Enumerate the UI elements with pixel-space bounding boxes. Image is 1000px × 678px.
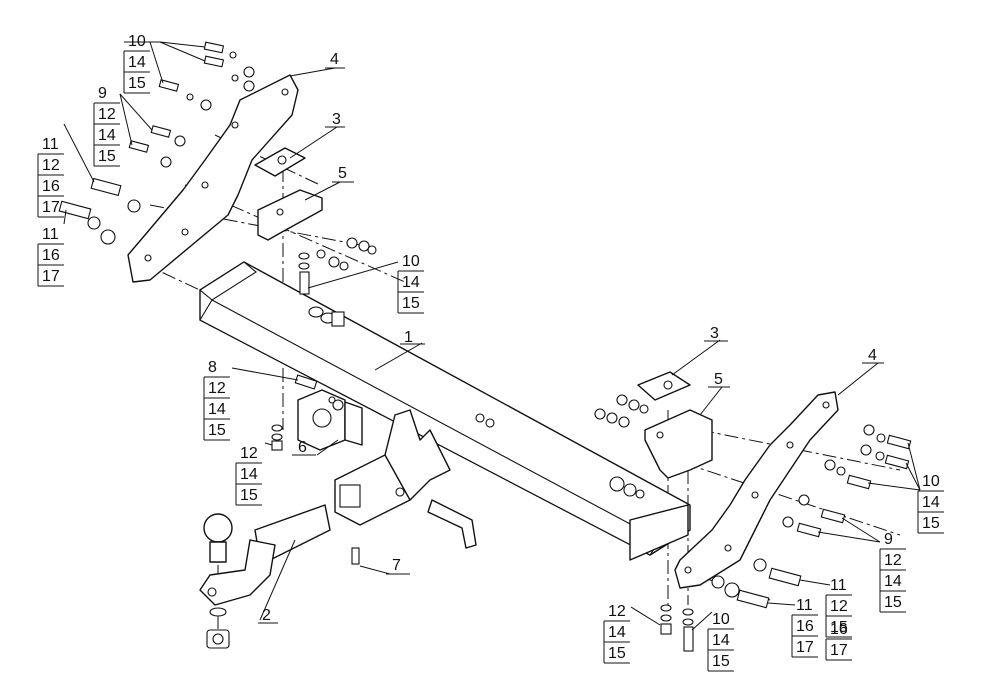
callout-number: 14 — [128, 54, 146, 71]
callout-number: 9 — [884, 531, 893, 548]
callout-c-12-left: 12 14 15 — [235, 445, 262, 506]
callout-number: 14 — [608, 624, 626, 641]
locking-pin — [427, 499, 477, 549]
callout-number: 16 — [42, 247, 60, 264]
part-labels: 1 2 3 3 4 4 5 5 6 7 — [258, 51, 884, 624]
callout-number: 17 — [796, 639, 814, 656]
left-plate-3 — [254, 147, 306, 177]
part-label-5-left: 5 — [338, 165, 347, 182]
right-side-bracket-4 — [674, 391, 839, 589]
part-label-2: 2 — [262, 607, 271, 624]
callout-number: 15 — [240, 487, 258, 504]
callout-number: 12 — [98, 106, 116, 123]
callout-number: 10 — [128, 33, 146, 50]
callout-number: 17 — [42, 199, 60, 216]
callout-number: 14 — [922, 494, 940, 511]
callout-c-top-left-9: 9 12 14 15 — [93, 85, 120, 167]
part-label-4-right: 4 — [868, 347, 877, 364]
callout-number: 14 — [402, 274, 420, 291]
callout-number: 11 — [796, 597, 813, 614]
left-side-bracket-4 — [127, 74, 299, 283]
callout-number: 10 — [402, 253, 420, 270]
callout-c-bottom-12: 12 14 15 — [603, 603, 630, 664]
callout-number: 15 — [98, 148, 116, 165]
callout-number: 17 — [830, 642, 848, 659]
part-label-1: 1 — [404, 329, 413, 346]
callout-number: 14 — [98, 127, 116, 144]
hitch-receiver-housing — [334, 409, 451, 526]
callout-number: 12 — [608, 603, 626, 620]
crossbar-1 — [199, 261, 691, 561]
callout-c-bottom-10: 10 14 15 — [707, 611, 734, 672]
callout-number: 12 — [240, 445, 258, 462]
callout-c-8: 8 12 14 15 — [203, 359, 230, 441]
callout-number: 15 — [402, 295, 420, 312]
callout-number: 15 — [922, 515, 940, 532]
callout-number: 12 — [884, 552, 902, 569]
part-label-7: 7 — [392, 557, 401, 574]
callout-c-right-10: 10 14 15 — [917, 473, 944, 534]
callout-number: 15 — [830, 619, 848, 636]
part-label-5-right: 5 — [714, 371, 723, 388]
callout-number: 14 — [208, 401, 226, 418]
callout-number: 16 — [830, 621, 848, 638]
callout-number: 11 — [42, 136, 59, 153]
part-label-6: 6 — [298, 439, 307, 456]
callout-number: 15 — [608, 645, 626, 662]
part-label-4-left: 4 — [330, 51, 339, 68]
callout-number: 16 — [796, 618, 814, 635]
callout-number: 12 — [42, 157, 60, 174]
callout-c-left-11a: 11 12 16 17 — [37, 136, 64, 218]
callout-number: 14 — [712, 632, 730, 649]
ball-mount-2 — [199, 504, 331, 606]
leader-lines — [63, 41, 921, 631]
callout-c-mid-10: 10 14 15 — [397, 253, 424, 314]
callout-number: 15 — [128, 75, 146, 92]
fastener-hardware — [58, 41, 912, 652]
callout-number: 16 — [42, 178, 60, 195]
right-angle-bracket-5 — [644, 409, 713, 479]
callout-number: 10 — [922, 473, 940, 490]
callout-c-right-9: 9 12 14 15 — [879, 531, 906, 613]
callout-number: 11 — [42, 226, 59, 243]
callout-number: 12 — [208, 380, 226, 397]
callout-number: 10 — [712, 611, 730, 628]
callout-c-right-11a: 11 12 15 — [825, 577, 852, 638]
callout-c-right-11b: 11 16 17 — [791, 597, 818, 658]
left-angle-bracket-5 — [257, 189, 323, 241]
callout-number: 12 — [830, 598, 848, 615]
callout-c-left-11b: 11 16 17 — [37, 226, 64, 287]
callout-number: 11 — [830, 577, 847, 594]
callout-stacks: 1014159121415111216171116171014158121415… — [37, 33, 944, 672]
callout-number: 15 — [884, 594, 902, 611]
callout-c-top-left-10: 10 14 15 — [123, 33, 150, 94]
part-label-3-right: 3 — [710, 325, 719, 342]
callout-number: 9 — [98, 85, 107, 102]
callout-number: 8 — [208, 359, 217, 376]
part-label-3-left: 3 — [332, 111, 341, 128]
callout-number: 15 — [712, 653, 730, 670]
callout-number: 17 — [42, 268, 60, 285]
callout-number: 15 — [208, 422, 226, 439]
callout-number: 14 — [884, 573, 902, 590]
right-plate-3 — [637, 371, 691, 401]
callout-number: 14 — [240, 466, 258, 483]
